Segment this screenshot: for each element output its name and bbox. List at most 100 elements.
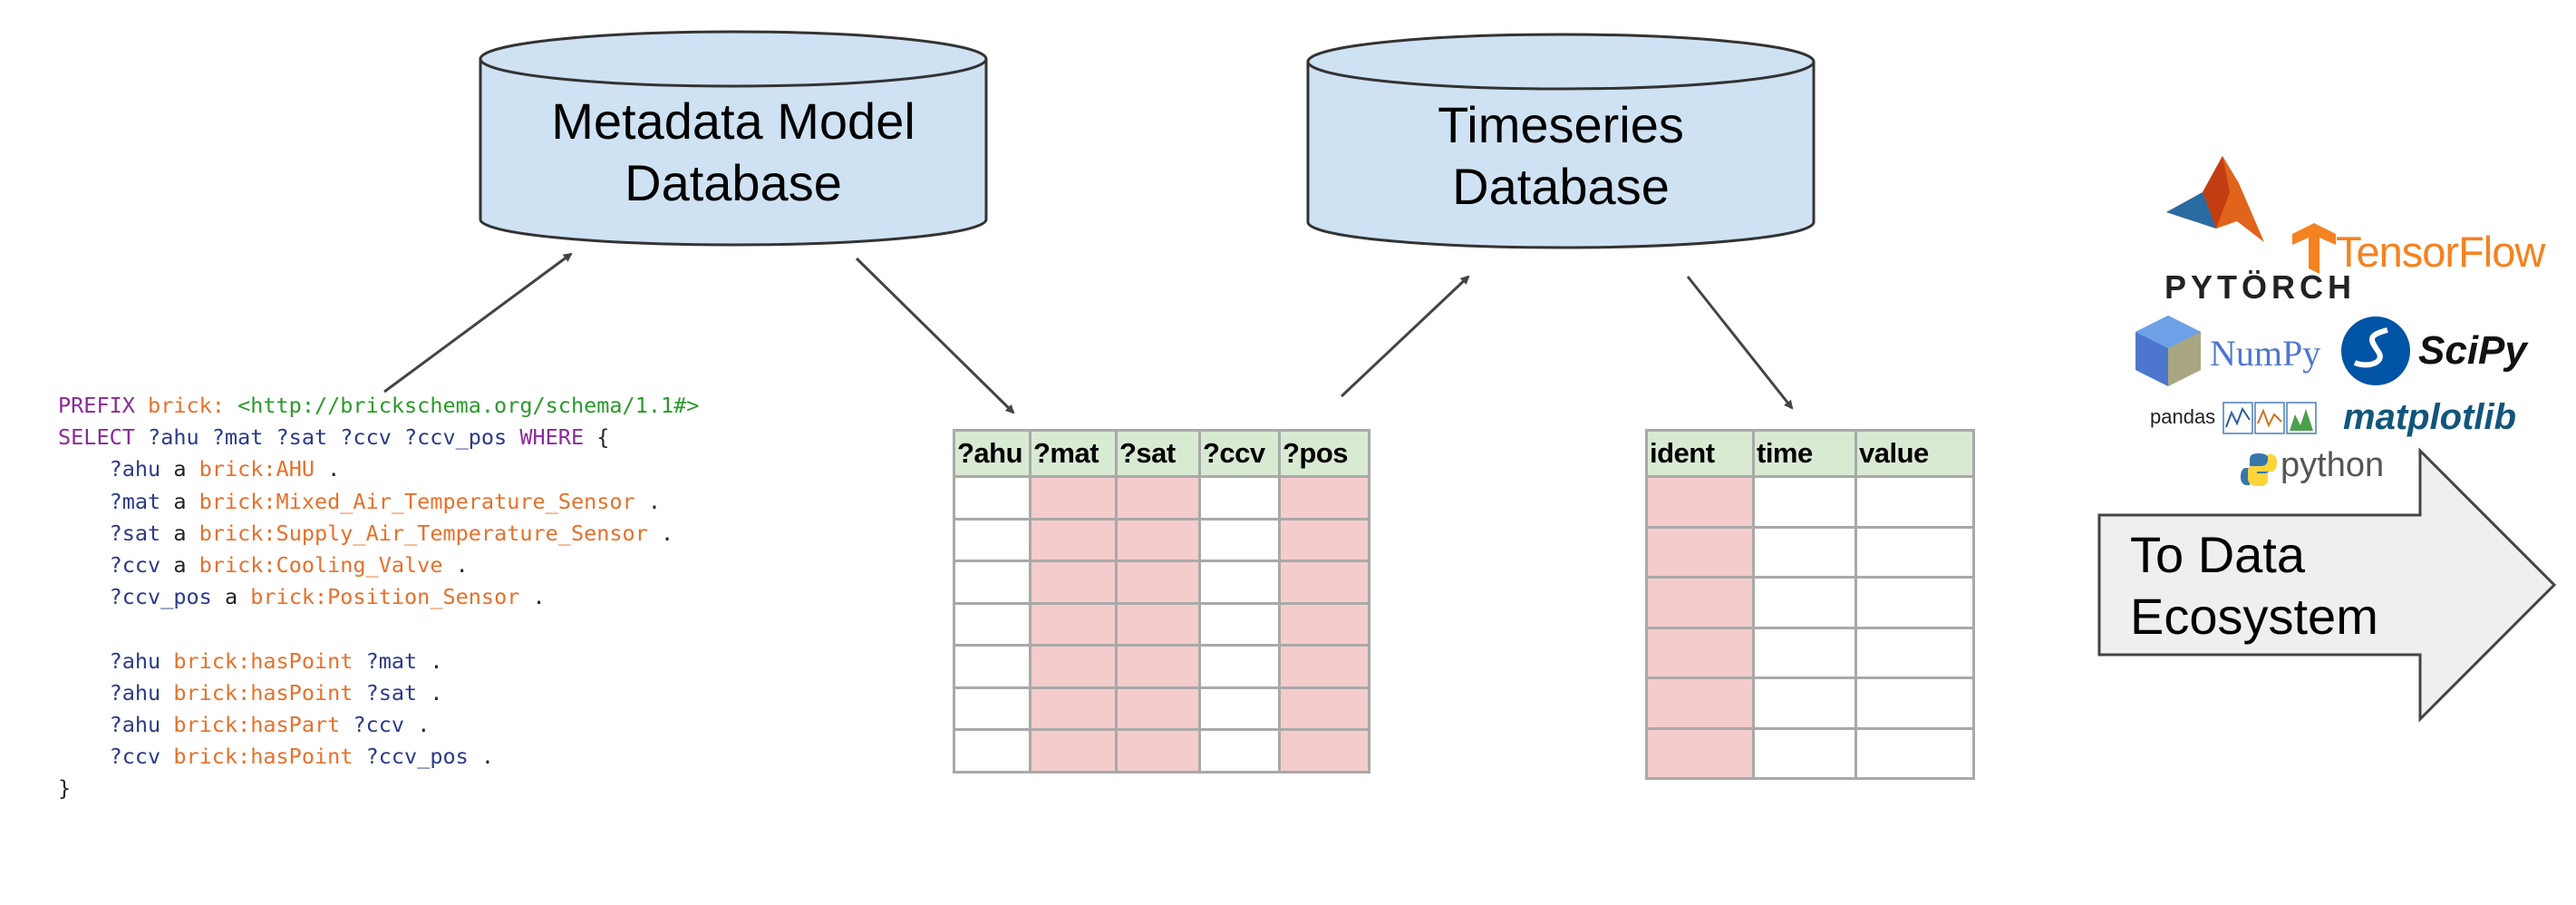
triple-predicate: brick:hasPoint (173, 744, 353, 770)
triple-object: ?ccv_pos (365, 744, 469, 770)
triple-predicate: a (173, 488, 187, 514)
to-data-ecosystem-arrow-shape (2097, 447, 2557, 723)
triple-subject: ?ccv_pos (109, 584, 212, 610)
result-table-cell (1278, 517, 1370, 562)
metadata-database-cylinder (479, 30, 988, 247)
triple-line: ?ahu brick:hasPoint ?sat . (58, 677, 699, 709)
timeseries-database-cylinder (1306, 33, 1816, 249)
triple-line: ?ccv a brick:Cooling_Valve . (58, 550, 699, 581)
query-result-table: ?ahu?mat?sat?ccv?pos (953, 429, 1370, 774)
triple-predicate: brick:hasPoint (173, 679, 353, 706)
metadata-database-label-line1: Metadata Model (551, 92, 915, 150)
timeseries-table-cell (1752, 576, 1857, 629)
timeseries-table-cell (1645, 576, 1755, 629)
triple-terminator: . (417, 712, 431, 738)
result-table-cell (953, 560, 1031, 605)
result-table-header-row: ?ahu?mat?sat?ccv?pos (953, 429, 1370, 478)
to-data-ecosystem-line1: To Data (2130, 526, 2305, 583)
result-table-cell (1278, 644, 1370, 689)
triple-line: ?sat a brick:Supply_Air_Temperature_Sens… (58, 518, 699, 550)
triple-terminator: . (430, 679, 443, 706)
triple-line: ?ccv brick:hasPoint ?ccv_pos . (58, 741, 699, 773)
triple-terminator: . (480, 744, 495, 770)
timeseries-table-cell (1855, 626, 1975, 679)
close-brace: } (58, 775, 72, 802)
timeseries-table-column-header: ident (1645, 429, 1755, 478)
timeseries-to-table-arrow (1686, 276, 1794, 410)
result-table-cell (1029, 644, 1118, 689)
triple-line: ?ccv_pos a brick:Position_Sensor . (58, 581, 699, 613)
result-table-cell (953, 728, 1031, 774)
timeseries-table-row (1645, 576, 1975, 629)
triple-subject: ?ccv (109, 744, 161, 770)
result-table-cell (1115, 728, 1201, 774)
result-table-row (953, 644, 1370, 689)
result-table-row (953, 475, 1370, 521)
scipy-logo-text: SciPy (2418, 328, 2527, 373)
result-table-row (953, 560, 1370, 605)
triple-object: brick:Mixed_Air_Temperature_Sensor (199, 488, 635, 514)
timeseries-table-cell (1645, 676, 1755, 730)
triple-line: ?mat a brick:Mixed_Air_Temperature_Senso… (58, 486, 699, 518)
timeseries-table-row (1645, 626, 1975, 679)
triple-terminator: . (430, 647, 443, 674)
timeseries-table-cell (1752, 475, 1857, 529)
timeseries-table-cell (1855, 576, 1975, 629)
result-table-cell (1115, 686, 1201, 731)
result-table-cell (1115, 517, 1201, 562)
triple-subject: ?ahu (109, 456, 161, 482)
timeseries-database-label: Timeseries Database (1308, 94, 1814, 218)
triple-object: ?mat (365, 647, 418, 674)
triple-predicate: a (173, 456, 187, 482)
timeseries-table-cell (1645, 525, 1755, 579)
result-table-cell (1029, 475, 1118, 521)
result-table-row (953, 686, 1370, 731)
timeseries-database-label-line1: Timeseries (1438, 96, 1684, 153)
result-table-row (953, 601, 1370, 647)
triple-predicate: brick:hasPart (173, 712, 341, 738)
triple-subject: ?ahu (109, 647, 161, 674)
timeseries-table-cell (1752, 726, 1857, 780)
triple-subject: ?mat (109, 488, 161, 514)
triple-predicate: brick:hasPoint (173, 647, 353, 674)
blank-line (58, 613, 699, 645)
result-table-column-header: ?mat (1029, 429, 1118, 478)
timeseries-table-cell (1645, 475, 1755, 529)
matplotlib-logo-text: matplotlib (2343, 397, 2517, 437)
result-table-column-header: ?sat (1115, 429, 1201, 478)
result-table-cell (1278, 601, 1370, 647)
result-table-cell (953, 475, 1031, 521)
result-table-cell (953, 601, 1031, 647)
result-table-cell (1029, 728, 1118, 774)
sparql-query: PREFIX brick: <http://brickschema.org/sc… (58, 390, 699, 805)
timeseries-table-row (1645, 475, 1975, 529)
triple-terminator: . (455, 552, 469, 579)
relation-triple-list: ?ahu brick:hasPoint ?mat . ?ahu brick:ha… (58, 646, 699, 774)
scipy-logo-icon (2341, 316, 2410, 385)
query-to-metadata-arrow (383, 252, 573, 394)
numpy-logo-text: NumPy (2210, 333, 2321, 374)
metadata-database-label: Metadata Model Database (480, 91, 986, 214)
numpy-logo-icon (2135, 316, 2201, 386)
timeseries-table-row (1645, 726, 1975, 780)
result-table-cell (1029, 560, 1118, 605)
pytorch-logo-text: PYTÖRCH (2164, 268, 2357, 306)
result-table-column-header: ?ahu (953, 429, 1031, 478)
timeseries-table-row (1645, 525, 1975, 579)
triple-object: brick:Supply_Air_Temperature_Sensor (199, 520, 648, 546)
result-table-cell (1029, 601, 1118, 647)
result-table-cell (1115, 475, 1201, 521)
result-table-cell (1278, 560, 1370, 605)
pandas-chart-icons (2223, 402, 2317, 434)
select-keyword: SELECT (58, 424, 135, 451)
triple-line: ?ahu brick:hasPart ?ccv . (58, 709, 699, 741)
result-table-cell (1278, 686, 1370, 731)
result-table-column-header: ?ccv (1198, 429, 1281, 478)
result-table-cell (1278, 475, 1370, 521)
timeseries-database-label-line2: Database (1452, 158, 1670, 215)
triple-terminator: . (661, 520, 674, 546)
triple-subject: ?ahu (109, 712, 161, 738)
result-table-column-header: ?pos (1278, 429, 1370, 478)
results-to-timeseries-arrow (1340, 275, 1470, 398)
